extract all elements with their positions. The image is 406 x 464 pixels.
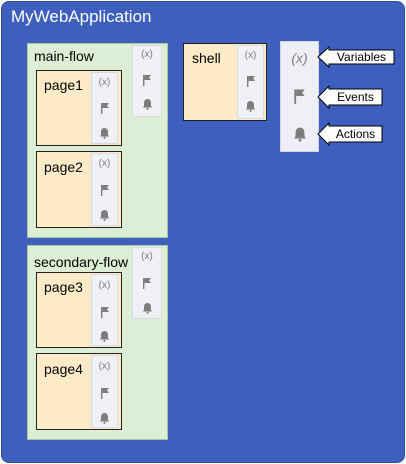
variables-icon: (x)	[141, 49, 153, 60]
bell-icon	[92, 209, 117, 221]
flag-icon	[92, 184, 117, 196]
bell-icon	[92, 330, 117, 342]
legend-label-variables: Variables	[336, 50, 387, 64]
page4-icon-panel: (x)	[91, 355, 118, 428]
app-title: MyWebApplication	[11, 7, 152, 26]
bell-icon	[92, 127, 117, 139]
page-title-page4: page4	[44, 361, 83, 377]
variables-icon: (x)	[98, 158, 111, 169]
legend-label-actions: Actions	[335, 127, 376, 141]
flag-icon	[92, 306, 117, 318]
variables-icon: (x)	[244, 50, 257, 61]
legend-icon-panel: (x)	[280, 41, 319, 152]
page3-icon-panel: (x)	[91, 274, 118, 346]
flag-icon	[92, 387, 117, 399]
bell-icon	[238, 100, 263, 112]
flow-secondary-icon-panel: (x)	[132, 247, 162, 319]
bell-icon	[281, 126, 318, 142]
legend-callout-events: Events	[317, 85, 383, 109]
bell-icon	[133, 302, 161, 314]
bell-icon	[92, 412, 117, 424]
variables-icon: (x)	[98, 77, 111, 88]
bell-icon	[133, 98, 161, 110]
legend-callout-actions: Actions	[317, 122, 383, 146]
variables-icon: (x)	[141, 251, 153, 262]
shell-icon-panel: (x)	[237, 45, 264, 119]
shell-title: shell	[192, 50, 221, 66]
page2-icon-panel: (x)	[91, 153, 118, 226]
variables-icon: (x)	[291, 50, 308, 66]
flow-title-main: main-flow	[34, 48, 94, 64]
flag-icon	[281, 88, 318, 104]
flag-icon	[238, 75, 263, 87]
flag-icon	[133, 74, 161, 86]
flow-title-secondary: secondary-flow	[34, 254, 129, 270]
variables-icon: (x)	[98, 361, 111, 372]
legend-callout-variables: Variables	[317, 46, 395, 68]
flag-icon	[92, 102, 117, 114]
page-title-page1: page1	[44, 77, 83, 93]
variables-icon: (x)	[98, 280, 111, 291]
flag-icon	[133, 277, 161, 289]
page-title-page3: page3	[44, 279, 83, 295]
flow-main-icon-panel: (x)	[132, 45, 162, 117]
page1-icon-panel: (x)	[91, 72, 118, 144]
legend-label-events: Events	[337, 90, 374, 104]
page-title-page2: page2	[44, 159, 83, 175]
